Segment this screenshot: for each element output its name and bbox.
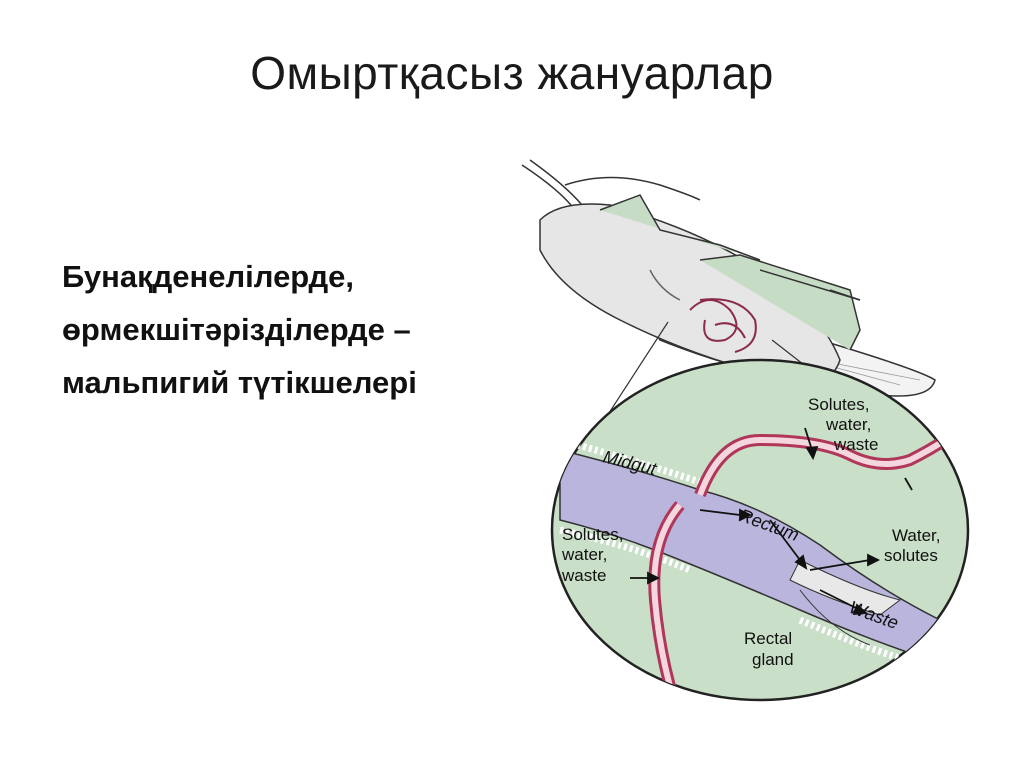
insect-illustration: [521, 159, 936, 451]
rectal-gland: [789, 559, 902, 616]
label-solutes-left-3: waste: [561, 566, 606, 585]
label-water-solutes-1: Water,: [892, 526, 941, 545]
body-line-1: Бунақденелілерде,: [62, 259, 355, 294]
slide-title: Омыртқасыз жануарлар: [250, 47, 774, 99]
label-solutes-left-2: water,: [561, 545, 607, 564]
body-line-2: өрмекшітәрізділерде –: [62, 312, 411, 347]
magnified-circle: Midgut Rectum Waste Solutes, water, wast…: [550, 358, 970, 702]
label-solutes-top-2: water,: [825, 415, 871, 434]
label-solutes-top-3: waste: [833, 435, 878, 454]
label-rectal-gland-1: Rectal: [744, 629, 792, 648]
label-solutes-left-1: Solutes,: [562, 525, 623, 544]
body-line-3: мальпигий түтікшелері: [62, 365, 417, 400]
label-water-solutes-2: solutes: [884, 546, 938, 565]
body-text: Бунақденелілерде, өрмекшітәрізділерде – …: [62, 250, 602, 409]
label-rectal-gland-2: gland: [752, 650, 794, 669]
label-solutes-top-1: Solutes,: [808, 395, 869, 414]
